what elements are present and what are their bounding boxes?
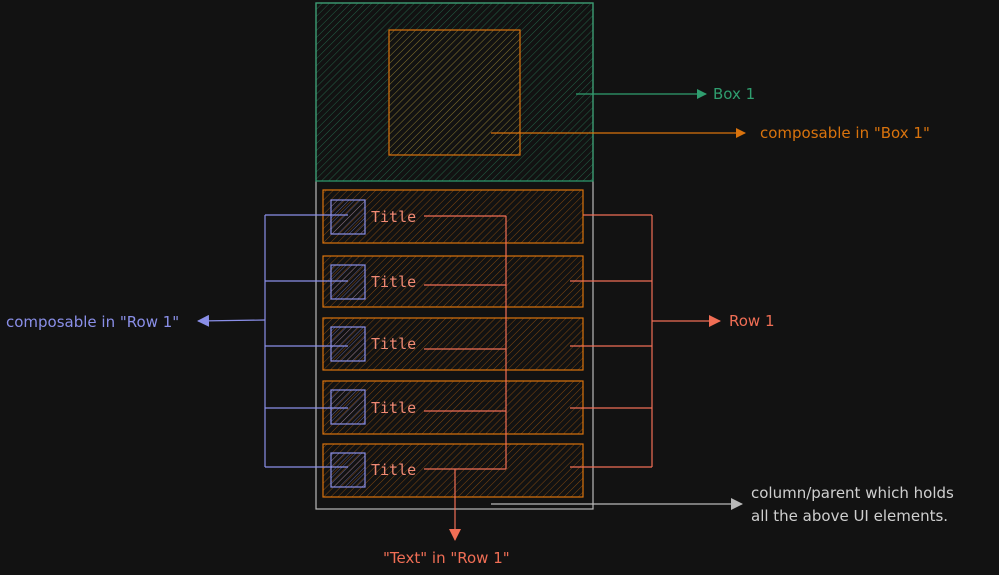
row-4: Title xyxy=(322,380,584,435)
row-5: Title xyxy=(322,443,584,498)
row-icon xyxy=(330,264,366,300)
column-parent-label-line1: column/parent which holds xyxy=(751,484,954,502)
row-title: Title xyxy=(371,273,416,291)
row-title: Title xyxy=(371,208,416,226)
row-icon xyxy=(330,199,366,235)
row-title: Title xyxy=(371,399,416,417)
row1-bracket xyxy=(570,214,721,468)
row-1: Title xyxy=(322,189,584,244)
composable-row1-bracket xyxy=(197,214,348,468)
composable-box1-label: composable in "Box 1" xyxy=(760,124,930,142)
column-parent-label-line2: all the above UI elements. xyxy=(751,507,948,525)
text-row1-bracket xyxy=(424,215,507,541)
row-title: Title xyxy=(371,461,416,479)
composable-row1-label: composable in "Row 1" xyxy=(6,313,179,331)
text-row1-label: "Text" in "Row 1" xyxy=(383,549,510,567)
box1-composable xyxy=(388,29,521,156)
box1-label: Box 1 xyxy=(713,85,755,103)
row-title: Title xyxy=(371,335,416,353)
row-icon xyxy=(330,326,366,362)
row1-label: Row 1 xyxy=(729,312,775,330)
row-3: Title xyxy=(322,317,584,371)
row-2: Title xyxy=(322,255,584,308)
row-icon xyxy=(330,452,366,488)
row-icon xyxy=(330,389,366,425)
